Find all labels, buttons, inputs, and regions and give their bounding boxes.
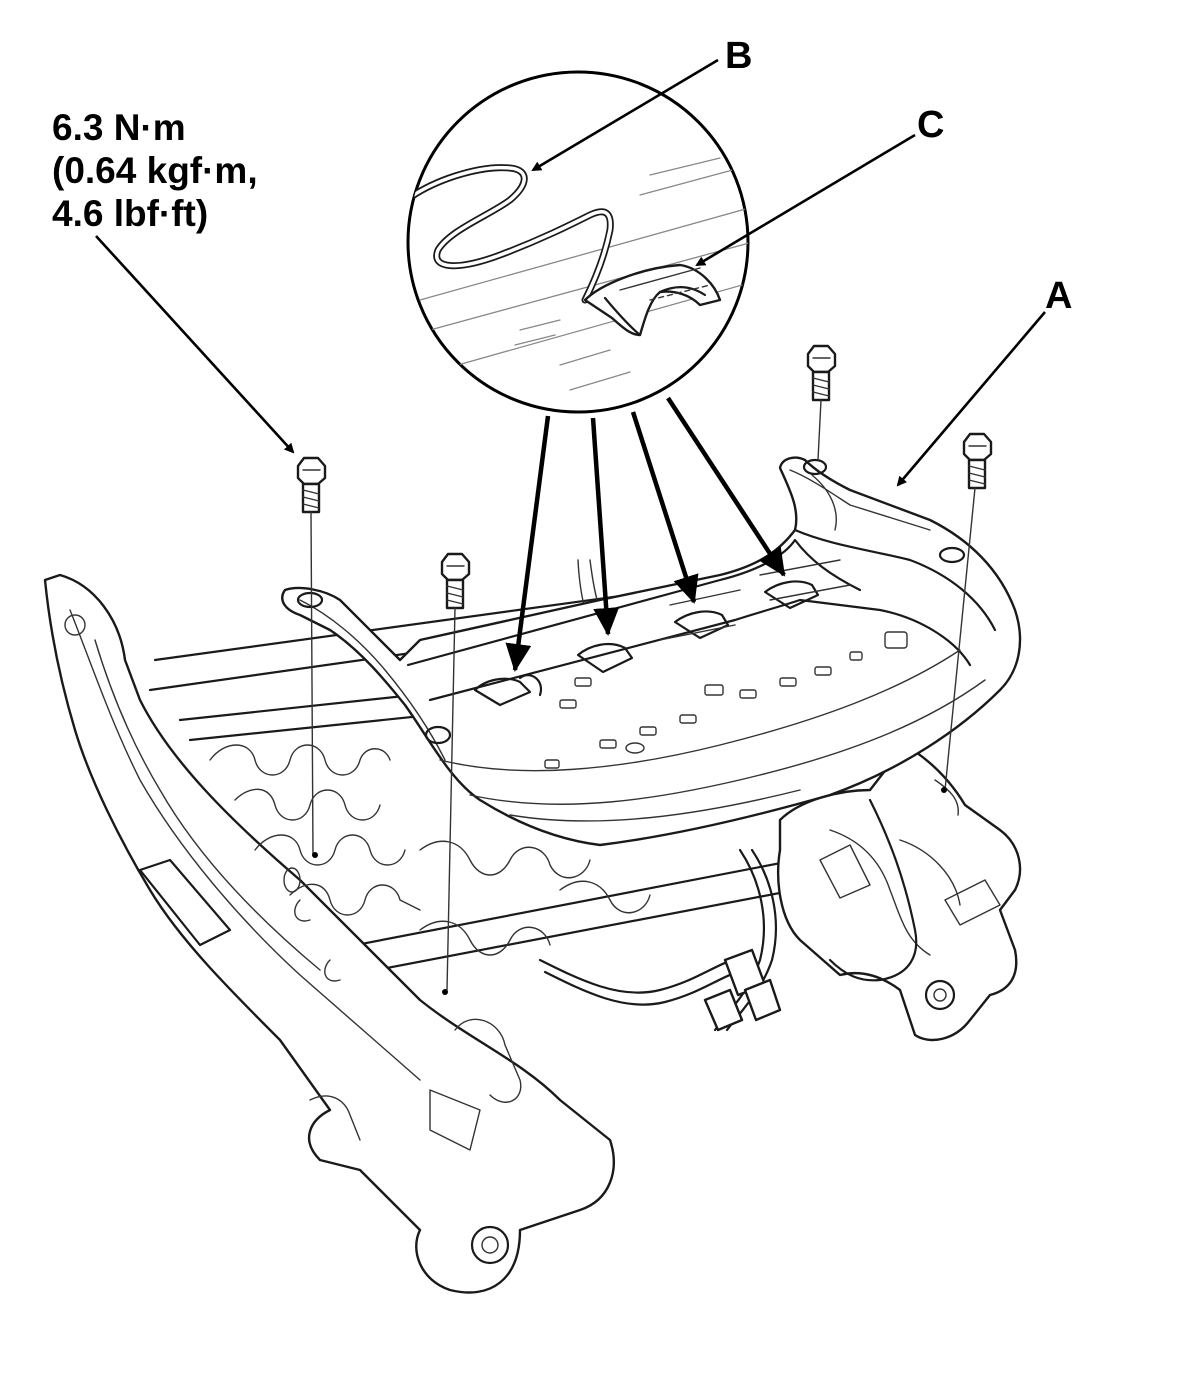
leader-c bbox=[695, 133, 916, 267]
torque-line-1: 6.3 N·m bbox=[52, 107, 186, 148]
torque-spec: 6.3 N·m (0.64 kgf·m, 4.6 lbf·ft) bbox=[52, 107, 258, 234]
leader-b bbox=[531, 58, 719, 172]
leader-a bbox=[896, 311, 1046, 487]
bolt-left-rear bbox=[296, 456, 327, 858]
detail-arrow-1 bbox=[505, 415, 551, 672]
torque-line-2: (0.64 kgf·m, bbox=[52, 150, 258, 191]
leader-lines bbox=[95, 58, 1046, 672]
label-b: B bbox=[725, 35, 752, 77]
leader-torque bbox=[95, 235, 295, 454]
detail-magnifier bbox=[406, 70, 750, 414]
panel-vents bbox=[544, 631, 908, 769]
bolt-left-front bbox=[440, 552, 471, 995]
label-c: C bbox=[917, 104, 944, 146]
seat-frame bbox=[43, 559, 1022, 1294]
bolt-right-rear bbox=[806, 344, 837, 461]
torque-line-3: 4.6 lbf·ft) bbox=[52, 193, 208, 234]
detail-arrow-2 bbox=[590, 417, 620, 636]
bolt-right-front bbox=[941, 432, 993, 793]
detail-arrow-3 bbox=[630, 411, 699, 604]
label-a: A bbox=[1045, 275, 1072, 317]
detail-arrow-4 bbox=[666, 396, 786, 577]
clip-hooks bbox=[473, 559, 851, 707]
